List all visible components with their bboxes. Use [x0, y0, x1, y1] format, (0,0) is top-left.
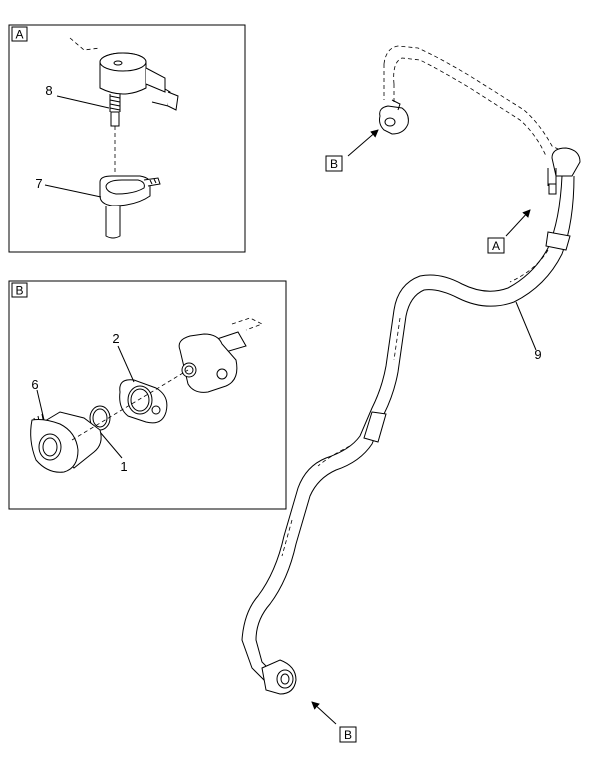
ref-b-top-label: B: [330, 157, 338, 171]
connector-item-6: [30, 411, 102, 473]
callout-9: 9: [534, 347, 541, 362]
leader-7: [44, 184, 102, 198]
o-ring-item-1: [89, 405, 111, 431]
fitting-ref-b-bottom: [261, 659, 297, 695]
fitting-ref-a: [547, 147, 581, 195]
elbow-fitting: [69, 37, 179, 111]
leader-2: [117, 345, 135, 383]
leader-6: [36, 389, 45, 421]
callout-8: 8: [45, 83, 52, 98]
callout-6: 6: [31, 377, 38, 392]
leader-9: [515, 301, 537, 351]
ref-a-label: A: [492, 239, 500, 253]
detail-b-tag: B: [15, 284, 23, 298]
ref-box-a: A: [487, 209, 531, 254]
grommet-item-7: [99, 175, 161, 239]
detail-a-tag: A: [15, 28, 23, 42]
callout-2: 2: [112, 331, 119, 346]
detail-view-b: B 2 1: [8, 280, 287, 510]
ref-box-b-bottom: B: [311, 701, 357, 743]
hose-sleeve-lower: [363, 411, 387, 443]
hose-assembly-item-9: [241, 45, 581, 695]
sensor-item-8: [109, 94, 121, 175]
leader-1: [99, 431, 123, 459]
fitting-ref-b-top: [379, 99, 409, 135]
detail-b-frame: [8, 280, 287, 510]
leader-8: [56, 95, 110, 109]
port-fitting: [178, 317, 263, 393]
gasket-item-2: [119, 379, 168, 424]
ref-b-bottom-label: B: [344, 728, 352, 742]
detail-a-tag-box: [11, 26, 28, 42]
ref-box-b-top: B: [325, 129, 379, 172]
callout-1: 1: [120, 459, 127, 474]
hose-sleeve-upper: [545, 231, 571, 251]
detail-b-tag-box: [11, 282, 28, 298]
callout-7: 7: [35, 176, 42, 191]
b-centerline: [71, 369, 189, 441]
detail-view-a: A 8 7: [8, 24, 246, 253]
detail-a-frame: [8, 24, 246, 253]
